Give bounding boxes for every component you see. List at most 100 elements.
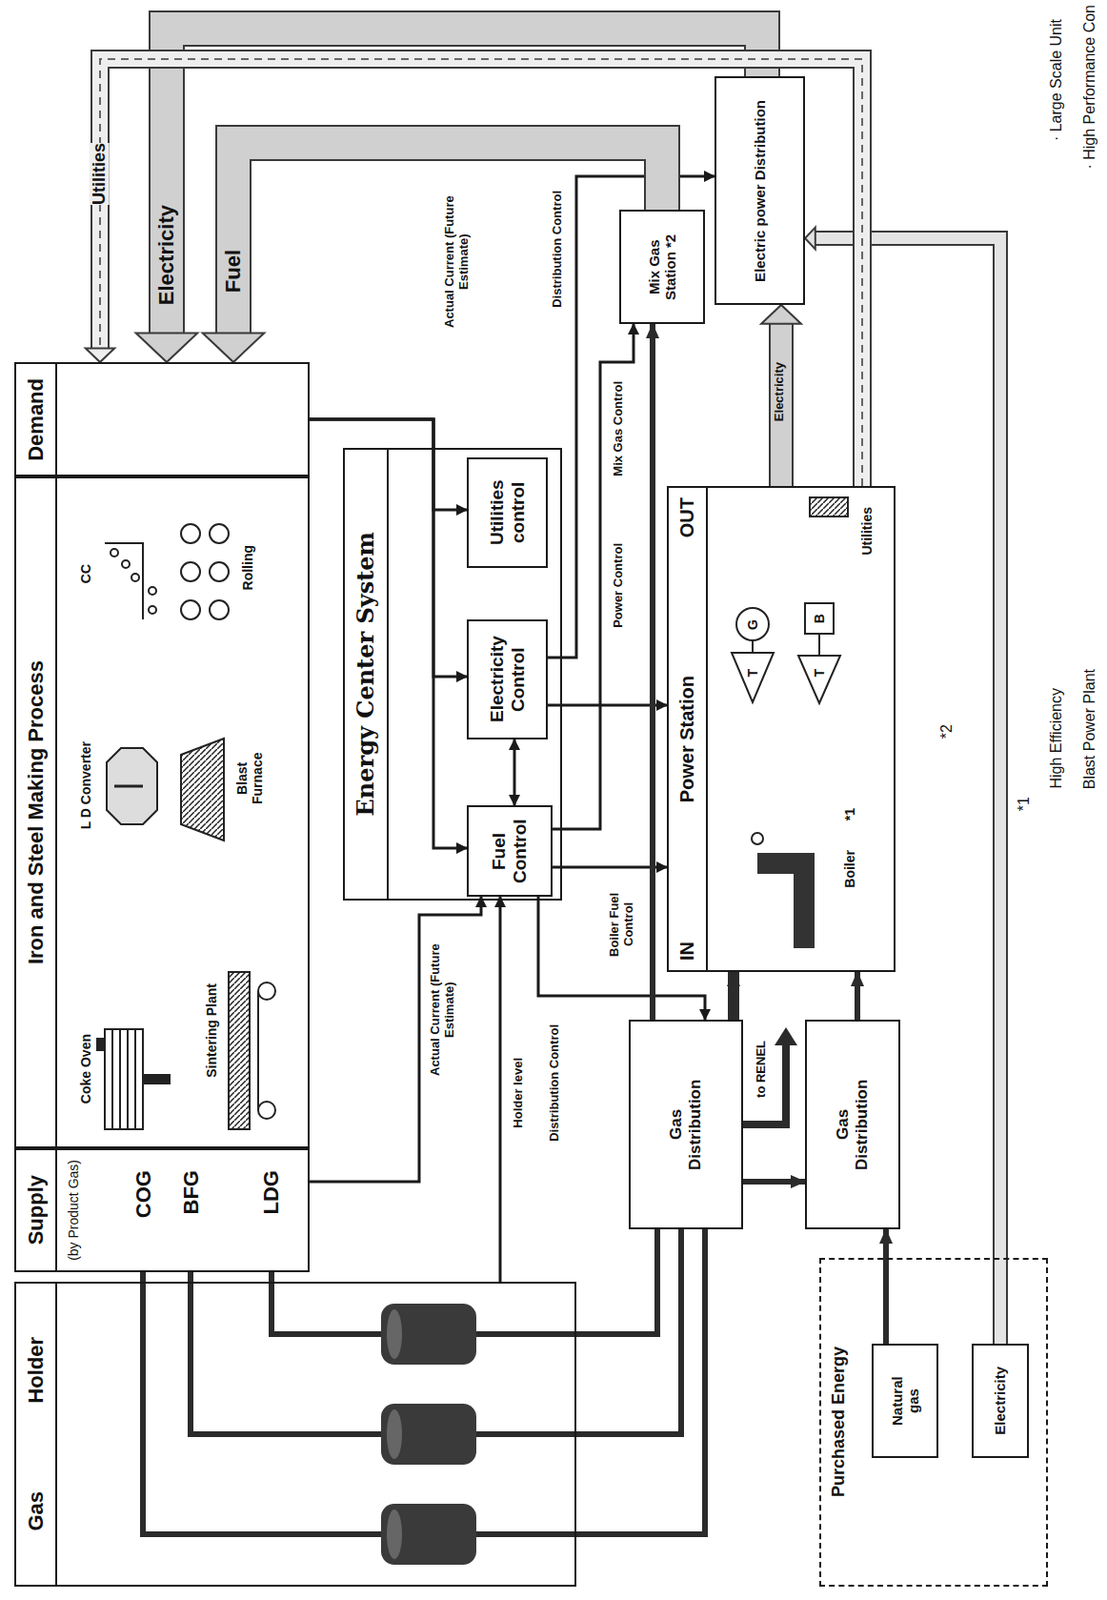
- node-body: (by Product Gas): [60, 1149, 81, 1270]
- note-text: High Efficiency: [1047, 687, 1066, 789]
- utilities-symbol: [809, 497, 848, 517]
- header-strip: Iron and Steel Making Process: [16, 478, 58, 1147]
- equipment-label: Coke Oven: [78, 1033, 94, 1104]
- connector: [136, 28, 763, 363]
- node-text: Electricity Control: [486, 626, 529, 732]
- connector: [652, 323, 654, 1020]
- node-text: Iron and Steel Making Process: [23, 660, 48, 965]
- callout-number: *1: [842, 807, 858, 821]
- edge-label: Electricity: [154, 204, 179, 305]
- equipment-label: CC: [78, 563, 94, 584]
- equipment-label: L D Converter: [78, 741, 94, 829]
- gas-label: BFG: [179, 1169, 203, 1214]
- gas-holder-panel: Gas Holder: [14, 1281, 577, 1587]
- connector: [805, 227, 1001, 1344]
- symbol-letter: T: [744, 668, 761, 678]
- sintering-plant-icon: [228, 971, 276, 1129]
- flow-label: to RENEL: [754, 1040, 769, 1098]
- node-text: Demand: [23, 378, 48, 462]
- coke-oven-icon: [97, 1028, 170, 1129]
- connector: [500, 896, 502, 1282]
- node-text: Power Station: [676, 675, 699, 803]
- blast-furnace-icon: [181, 738, 224, 841]
- edge-label: Utilities: [89, 142, 110, 205]
- equipment-label: Rolling: [240, 544, 256, 590]
- connector: [85, 59, 863, 486]
- header-strip: Energy Center System: [344, 449, 389, 899]
- connector: [743, 1181, 806, 1183]
- gas-label: LDG: [259, 1169, 283, 1214]
- continuous-caster-icon: [104, 543, 157, 620]
- energy-center-box: Energy Center System Utilities controlEle…: [342, 447, 563, 901]
- ld-converter-icon: [106, 747, 158, 825]
- note-text: · High Performance Con: [1081, 4, 1099, 170]
- edge-label: Electricity: [772, 362, 787, 422]
- connector: [142, 1271, 382, 1534]
- equipment-label: Boiler: [842, 849, 858, 888]
- header-strip: Gas Holder: [16, 1283, 58, 1585]
- to-renel-arrow: [743, 1026, 798, 1125]
- node-text: Purchased Energy: [828, 1346, 849, 1497]
- connector: [547, 704, 667, 706]
- edge-label: Mix Gas Control: [611, 381, 626, 477]
- source-box: Electricity: [971, 1343, 1029, 1458]
- callout-number: *1: [1015, 796, 1033, 811]
- connector: [202, 142, 663, 363]
- distribution-box: Electric power Distribution: [714, 76, 806, 305]
- header-strip: Demand: [16, 363, 58, 475]
- output-label: Utilities: [859, 506, 875, 556]
- turbine-generator-icon: [731, 603, 841, 704]
- source-box: Natural gas: [871, 1343, 939, 1458]
- rolling-mill-icon: [181, 523, 229, 620]
- node-text: Supply: [23, 1174, 48, 1245]
- node-text: (by Product Gas): [65, 1159, 81, 1261]
- node-text: Electricity: [991, 1366, 1008, 1435]
- connector: [761, 304, 802, 486]
- demand-column: Demand: [14, 362, 310, 477]
- node-text: OUT: [676, 497, 699, 538]
- edge-label: Fuel: [221, 249, 245, 293]
- symbol-letter: G: [744, 619, 761, 630]
- node-text: Gas: [23, 1490, 48, 1531]
- control-box: Fuel Control: [466, 805, 553, 897]
- edge-label: Distribution Control: [547, 1024, 563, 1142]
- connector: [476, 1228, 705, 1534]
- purchased-energy-group: Purchased Energy Natural gas Electricity: [819, 1257, 1048, 1587]
- connector: [514, 739, 516, 806]
- gas-holders: [381, 1303, 477, 1565]
- connector: [885, 1228, 887, 1344]
- edge-label: Holder level: [511, 1057, 526, 1128]
- equipment-label: Blast Furnace: [234, 744, 265, 812]
- node-text: Gas Distribution: [833, 1071, 871, 1177]
- connector: [309, 896, 482, 1182]
- edge-label: Boiler Fuel Control: [607, 871, 637, 977]
- node-text: Fuel Control: [488, 812, 531, 889]
- connector: [857, 971, 859, 1020]
- edge-label: Distribution Control: [550, 190, 565, 308]
- station-box: Mix Gas Station *2: [619, 209, 705, 324]
- header-strip: Supply: [16, 1149, 58, 1270]
- node-text: Mix Gas Station *2: [645, 219, 680, 315]
- callout-number: *2: [938, 724, 956, 739]
- node-text: Holder: [23, 1336, 48, 1404]
- process-panel: Iron and Steel Making Process: [14, 476, 310, 1148]
- node-text: IN: [676, 941, 699, 961]
- header-strip: Purchased Energy: [821, 1259, 857, 1585]
- connector: [547, 176, 715, 658]
- node-text: Electric power Distribution: [751, 100, 768, 282]
- power-station-box: IN Power Station OUT: [666, 485, 896, 972]
- note-text: Blast Power Plant: [1081, 668, 1099, 789]
- boiler-icon: [751, 832, 815, 948]
- gas-label: COG: [131, 1169, 156, 1218]
- node-text: Energy Center System: [352, 531, 380, 816]
- distribution-box: Gas Distribution: [805, 1019, 901, 1229]
- connector: [552, 323, 634, 829]
- edge-label: Power Control: [611, 543, 626, 628]
- symbol-letter: B: [811, 613, 827, 624]
- edge-label: Actual Current (Future Estimate): [442, 195, 472, 329]
- distribution-box: Gas Distribution: [628, 1019, 744, 1229]
- connector: [733, 971, 735, 1020]
- control-box: Utilities control: [466, 457, 548, 568]
- equipment-label: Sintering Plant: [203, 983, 220, 1078]
